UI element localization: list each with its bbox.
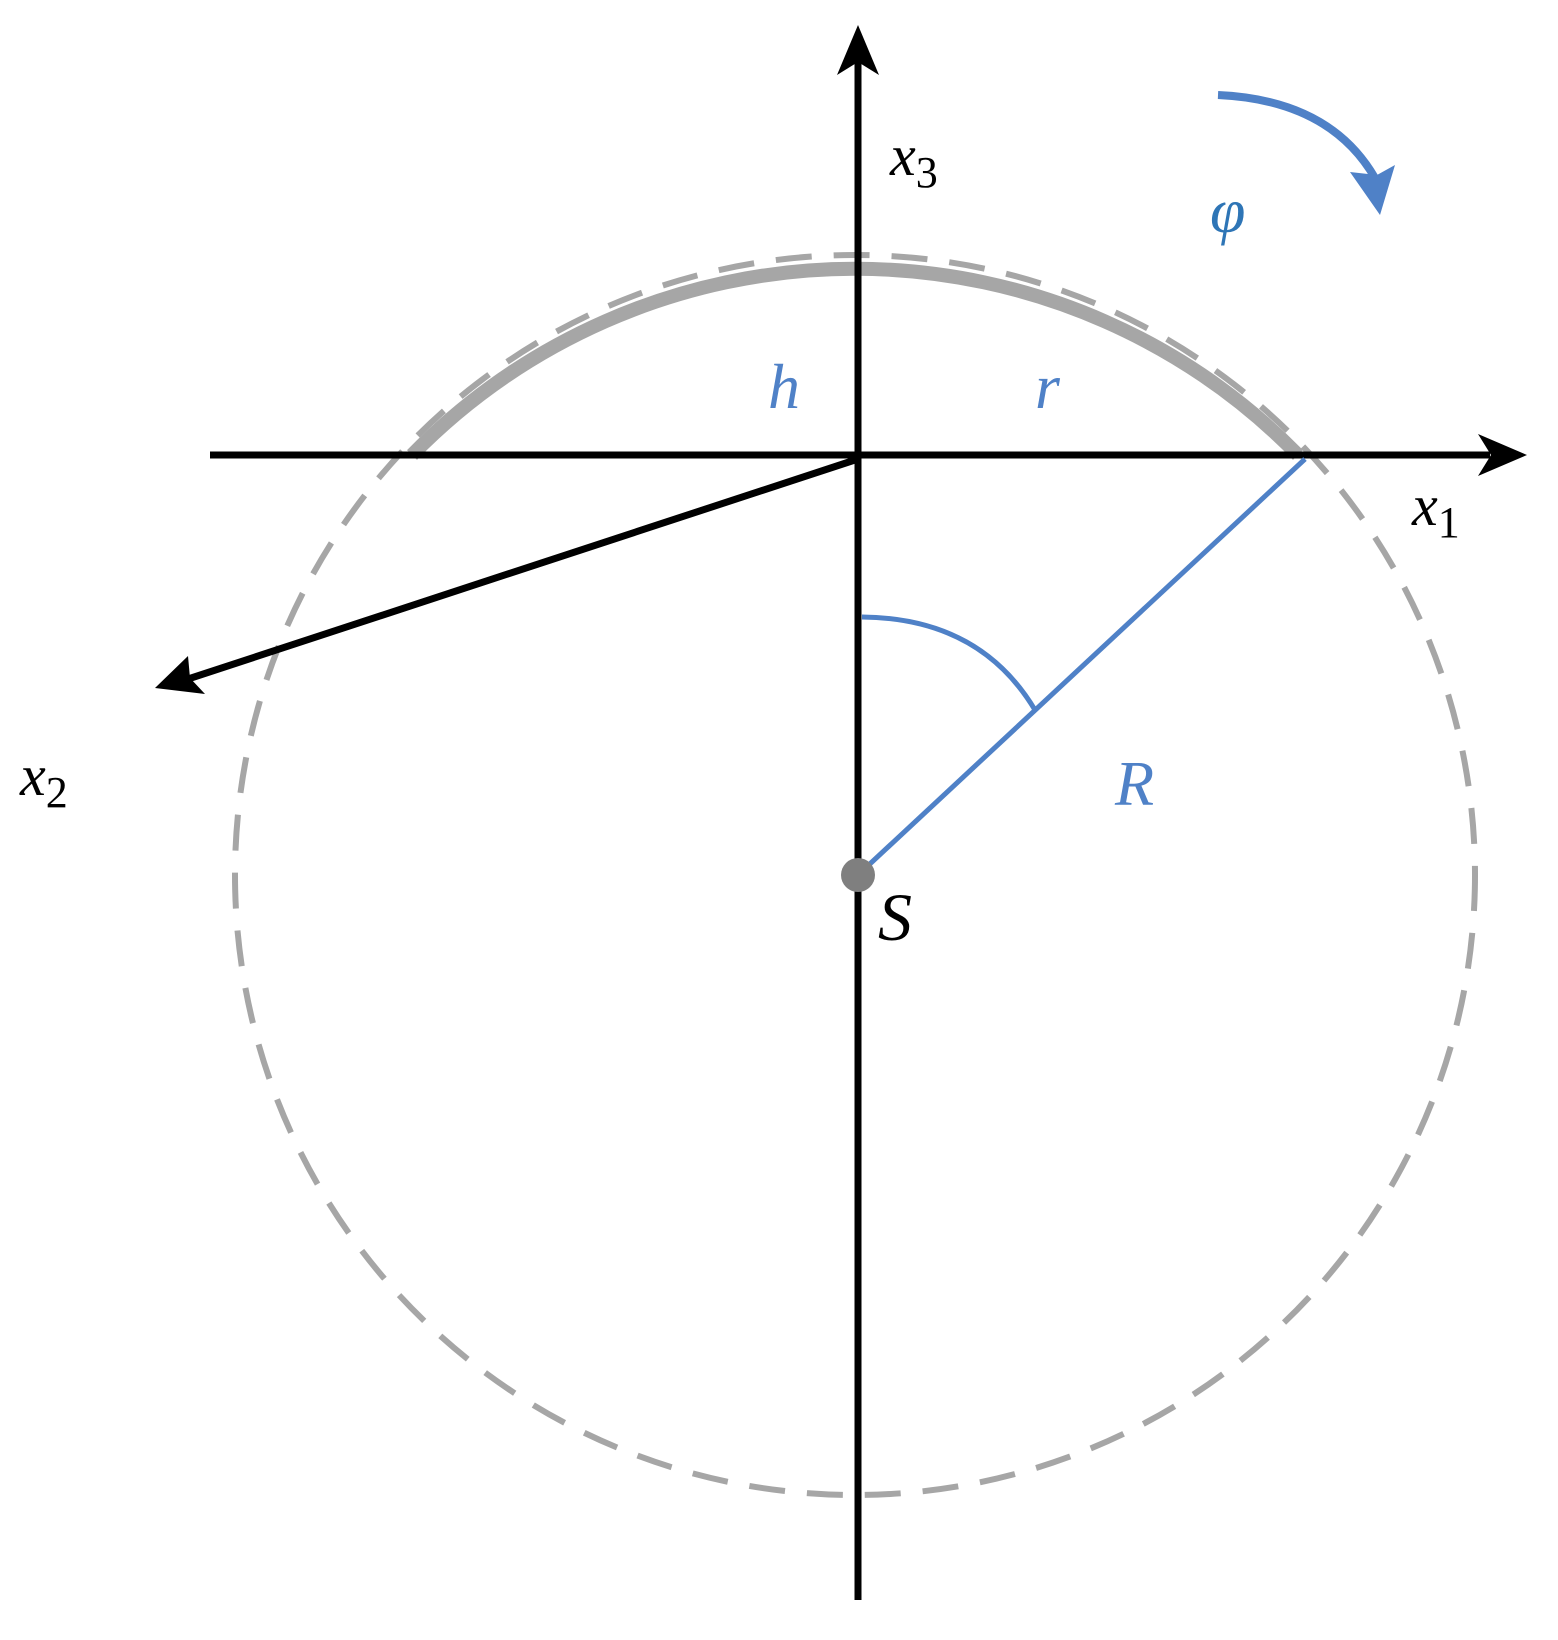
label-S: S (878, 879, 912, 955)
x1-axis-arrowhead (1478, 434, 1527, 476)
label-h: h (768, 351, 800, 422)
label-r: r (1035, 351, 1061, 422)
angle-arc (861, 614, 1038, 712)
center-point-S (841, 858, 875, 892)
label-x3: x3 (889, 123, 938, 197)
label-x2: x2 (19, 743, 68, 817)
x3-axis-arrowhead (837, 25, 879, 75)
rotation-arrow-arc (1217, 91, 1379, 181)
label-phi: φ (1210, 175, 1245, 246)
x2-axis-line (183, 455, 860, 684)
x2-axis-arrowhead (155, 656, 205, 694)
label-R: R (1114, 748, 1154, 819)
radius-R-line (856, 457, 1307, 877)
rotation-arrowhead (1350, 165, 1395, 215)
label-x1: x1 (1411, 473, 1460, 547)
